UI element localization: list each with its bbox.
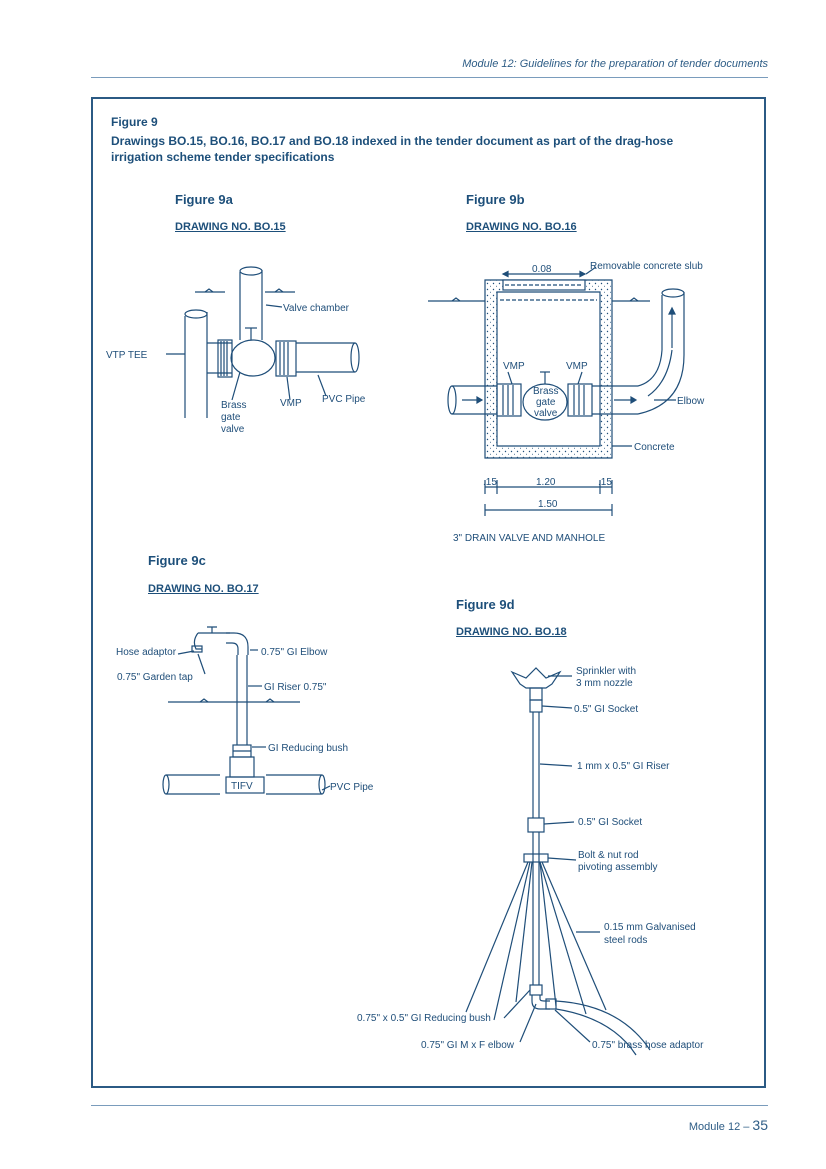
running-header: Module 12: Guidelines for the preparatio… bbox=[462, 58, 768, 70]
fig9c-label-garden-tap: 0.75" Garden tap bbox=[117, 672, 193, 683]
fig9d-drawing-no: DRAWING NO. BO.18 bbox=[456, 626, 567, 638]
page-number: 35 bbox=[752, 1117, 768, 1133]
fig9c-label-hose-adaptor: Hose adaptor bbox=[116, 647, 177, 658]
fig9a-label-gate: gate bbox=[221, 412, 241, 423]
fig9d-title: Figure 9d bbox=[456, 597, 515, 612]
figure-frame bbox=[91, 97, 766, 1088]
figure-label: Figure 9 bbox=[111, 115, 158, 129]
fig9a-label-valve: valve bbox=[221, 424, 245, 435]
fig9b-drawing bbox=[428, 266, 685, 516]
page-footer: Module 12 – 35 bbox=[689, 1117, 768, 1133]
fig9b-label-elbow: Elbow bbox=[677, 396, 705, 407]
fig9b-dim-15-right: .15 bbox=[598, 477, 612, 488]
fig9c-label-reducing-bush: GI Reducing bush bbox=[268, 743, 348, 754]
fig9c-label-tifv: TIFV bbox=[231, 781, 253, 792]
fig9a-drawing bbox=[166, 266, 360, 418]
fig9c-label-pvc-pipe: PVC Pipe bbox=[330, 782, 374, 793]
fig9c-label-gi-elbow: 0.75" GI Elbow bbox=[261, 647, 328, 658]
fig9d-label-rods-2: steel rods bbox=[604, 935, 647, 946]
fig9b-title: Figure 9b bbox=[466, 192, 525, 207]
fig9a-title: Figure 9a bbox=[175, 192, 233, 207]
fig9a-label-brass: Brass bbox=[221, 400, 247, 411]
fig9b-label-gate: gate bbox=[536, 397, 556, 408]
fig9d-label-hose-adaptor: 0.75" brass hose adaptor bbox=[592, 1040, 704, 1051]
footer-module: Module 12 – bbox=[688, 1121, 750, 1133]
fig9b-caption: 3" DRAIN VALVE AND MANHOLE bbox=[453, 533, 605, 544]
fig9b-label-slab: Removable concrete slub bbox=[590, 261, 703, 272]
fig9a-label-valve-chamber: Valve chamber bbox=[283, 303, 350, 314]
fig9b-dim-top: 0.08 bbox=[532, 264, 552, 275]
fig9b-label-concrete: Concrete bbox=[634, 442, 675, 453]
fig9c-title: Figure 9c bbox=[148, 553, 206, 568]
fig9d-drawing bbox=[465, 667, 651, 1056]
fig9d-label-reducing-bush: 0.75" x 0.5" GI Reducing bush bbox=[357, 1013, 491, 1024]
fig9b-label-brass: Brass bbox=[533, 386, 559, 397]
fig9d-label-socket-bottom: 0.5" GI Socket bbox=[578, 817, 642, 828]
fig9b-dim-150: 1.50 bbox=[538, 499, 558, 510]
fig9a-drawing-no: DRAWING NO. BO.15 bbox=[175, 221, 286, 233]
fig9c-label-gi-riser: GI Riser 0.75" bbox=[264, 682, 327, 693]
fig9a-label-vtp-tee: VTP TEE bbox=[106, 350, 148, 361]
fig9d-label-elbow: 0.75" GI M x F elbow bbox=[421, 1040, 515, 1051]
fig9d-label-riser: 1 mm x 0.5" GI Riser bbox=[577, 761, 670, 772]
fig9d-label-bolt-1: Bolt & nut rod bbox=[578, 850, 639, 861]
fig9b-label-vmp-left: VMP bbox=[503, 361, 525, 372]
fig9b-label-valve: valve bbox=[534, 408, 558, 419]
fig9b-dim-120: 1.20 bbox=[536, 477, 556, 488]
fig9c-drawing bbox=[162, 626, 331, 795]
fig9c-drawing-no: DRAWING NO. BO.17 bbox=[148, 583, 259, 595]
fig9b-dim-15-left: .15 bbox=[483, 477, 497, 488]
figure-caption: Drawings BO.15, BO.16, BO.17 and BO.18 i… bbox=[111, 134, 674, 164]
header-rule bbox=[91, 77, 768, 78]
fig9d-label-sprinkler-2: 3 mm nozzle bbox=[576, 678, 633, 689]
fig9b-label-vmp-right: VMP bbox=[566, 361, 588, 372]
footer-rule bbox=[91, 1105, 768, 1106]
fig9d-label-socket-top: 0.5" GI Socket bbox=[574, 704, 638, 715]
fig9d-label-rods-1: 0.15 mm Galvanised bbox=[604, 922, 696, 933]
fig9b-drawing-no: DRAWING NO. BO.16 bbox=[466, 221, 577, 233]
fig9a-label-vmp: VMP bbox=[280, 398, 302, 409]
fig9a-label-pvc-pipe: PVC Pipe bbox=[322, 394, 366, 405]
fig9d-label-sprinkler-1: Sprinkler with bbox=[576, 666, 636, 677]
fig9d-label-bolt-2: pivoting assembly bbox=[578, 862, 657, 873]
